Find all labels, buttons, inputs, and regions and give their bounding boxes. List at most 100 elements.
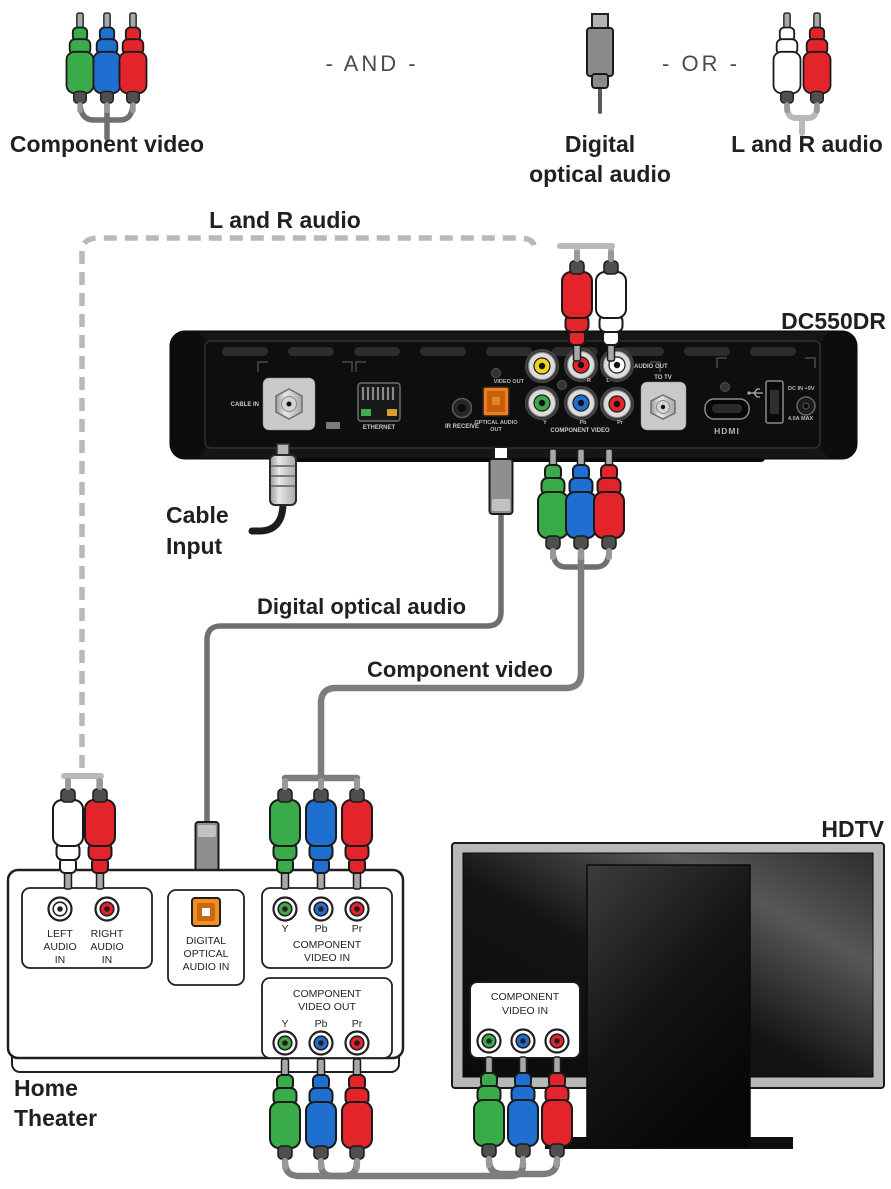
ethernet-port: ETHERNET [357, 382, 401, 431]
ht-out-y-jack [272, 1030, 298, 1056]
rca-plug-green [537, 448, 569, 561]
svg-text:Y: Y [543, 420, 547, 426]
component-video-label: COMPONENT VIDEO [550, 428, 610, 434]
panel-corner-marks [257, 357, 816, 372]
ht-out-pr-jack [344, 1030, 370, 1056]
audio-out-l-jack [599, 347, 635, 383]
l-label: L [606, 378, 610, 384]
coax-cable-connector [248, 443, 297, 535]
cable-box-model-label: DC550DR [781, 308, 886, 334]
svg-text:IR RECEIVE: IR RECEIVE [445, 424, 479, 430]
tv-y-jack [476, 1028, 502, 1054]
component-video-out-panel: COMPONENT VIDEO OUT Y Pb Pr [261, 977, 393, 1059]
ethernet-led-green [361, 409, 371, 416]
rca-plug-red [341, 1058, 373, 1171]
callout-lr-audio: L and R audio [209, 207, 361, 233]
svg-text:DIGITAL: DIGITAL [186, 935, 226, 947]
svg-text:Pr: Pr [617, 420, 624, 426]
svg-text:Pb: Pb [315, 1018, 328, 1030]
right-audio-in-jack [94, 896, 120, 922]
svg-text:COMPONENT: COMPONENT [491, 991, 560, 1003]
hdtv: COMPONENT VIDEO IN [451, 842, 885, 1149]
svg-text:AUDIO: AUDIO [90, 941, 123, 953]
callout-digital-optical: Digital optical audio [257, 594, 466, 619]
home-theater-label: Home Theater [14, 1075, 97, 1131]
svg-text:VIDEO IN: VIDEO IN [502, 1005, 548, 1017]
tv-pb-jack [510, 1028, 536, 1054]
svg-text:Pr: Pr [352, 923, 363, 935]
svg-text:VIDEO OUT: VIDEO OUT [298, 1001, 356, 1013]
tv-component-panel: COMPONENT VIDEO IN [469, 981, 581, 1059]
dc-in-port: DC IN +9V 4.0A MAX [788, 386, 816, 422]
rca-plug-red [802, 12, 832, 114]
video-out-label: VIDEO OUT [494, 379, 525, 385]
ht-in-pr-jack [344, 896, 370, 922]
tv-stand-column [586, 864, 751, 1148]
svg-text:TO TV: TO TV [654, 375, 672, 381]
svg-text:OPTICAL: OPTICAL [184, 948, 229, 960]
svg-text:VIDEO IN: VIDEO IN [304, 952, 350, 964]
svg-text:COMPONENT: COMPONENT [293, 988, 362, 1000]
legend-and-text: - AND - [325, 51, 418, 76]
svg-text:Cable: Cable [166, 502, 229, 528]
svg-text:Pb: Pb [579, 420, 587, 426]
ir-receive-port: IR RECEIVE [445, 397, 479, 430]
rca-plug-red [593, 448, 625, 561]
svg-text:Pr: Pr [352, 1018, 363, 1030]
lr-audio-dashed-cable [61, 235, 615, 793]
svg-text:4.0A MAX: 4.0A MAX [788, 416, 813, 422]
legend-component-video-label: Component video [10, 131, 204, 157]
ethernet-led-amber [387, 409, 397, 416]
cable-in-port: CABLE IN [231, 377, 316, 431]
svg-text:AUDIO: AUDIO [43, 941, 76, 953]
svg-text:RIGHT: RIGHT [91, 928, 124, 940]
svg-text:OUT: OUT [490, 427, 502, 433]
svg-text:DC IN +9V: DC IN +9V [788, 386, 815, 392]
legend-or-text: - OR - [662, 51, 740, 76]
cable-box: CABLE IN ETHERNET IR RECEIVE [169, 330, 858, 462]
rca-plug-white [772, 12, 802, 114]
hdmi-port: HDMI [704, 398, 750, 436]
svg-text:Y: Y [281, 1018, 288, 1030]
rca-plug-blue [565, 448, 597, 561]
ht-out-pb-jack [308, 1030, 334, 1056]
svg-text:IN: IN [102, 954, 113, 966]
legend-digital-optical: Digital optical audio [529, 13, 671, 187]
audio-out-label: AUDIO OUT [634, 364, 668, 370]
svg-text:optical audio: optical audio [529, 161, 671, 187]
video-out-jack [524, 348, 560, 384]
svg-text:Pb: Pb [315, 923, 328, 935]
rca-plug-red [118, 12, 148, 114]
svg-text:Home: Home [14, 1075, 78, 1101]
hdtv-label: HDTV [821, 816, 884, 842]
svg-text:Digital: Digital [565, 131, 635, 157]
rca-plug-green [65, 12, 95, 114]
legend-lr-audio-label: L and R audio [731, 131, 883, 157]
to-tv-port: TO TV [640, 375, 687, 431]
lr-audio-in-panel: LEFT AUDIO IN RIGHT AUDIO IN [21, 887, 153, 969]
rca-plug-green [269, 1058, 301, 1171]
svg-text:CABLE IN: CABLE IN [231, 402, 259, 408]
component-pb-jack [563, 385, 599, 421]
optical-cable [194, 446, 514, 890]
ht-in-y-jack [272, 896, 298, 922]
digital-optical-in-panel: DIGITAL OPTICAL AUDIO IN [167, 889, 245, 986]
ht-in-pb-jack [308, 896, 334, 922]
component-out-cable [269, 1056, 573, 1180]
vent-slots [222, 347, 796, 356]
left-audio-in-jack [47, 896, 73, 922]
legend-lr-audio: L and R audio [731, 12, 883, 157]
rca-plug-blue [305, 1058, 337, 1171]
home-theater: LEFT AUDIO IN RIGHT AUDIO IN DIGITAL OPT… [6, 868, 405, 1073]
svg-text:HDMI: HDMI [714, 426, 740, 436]
optical-plug-icon [586, 13, 614, 89]
tv-pr-jack [544, 1028, 570, 1054]
svg-text:Y: Y [281, 923, 288, 935]
usb-icon [747, 388, 763, 398]
callout-cable-input: Cable Input [166, 502, 229, 559]
svg-text:OPTICAL AUDIO: OPTICAL AUDIO [474, 420, 518, 426]
svg-text:COMPONENT: COMPONENT [293, 939, 362, 951]
r-label: R [587, 378, 591, 384]
rca-plug-blue [92, 12, 122, 114]
